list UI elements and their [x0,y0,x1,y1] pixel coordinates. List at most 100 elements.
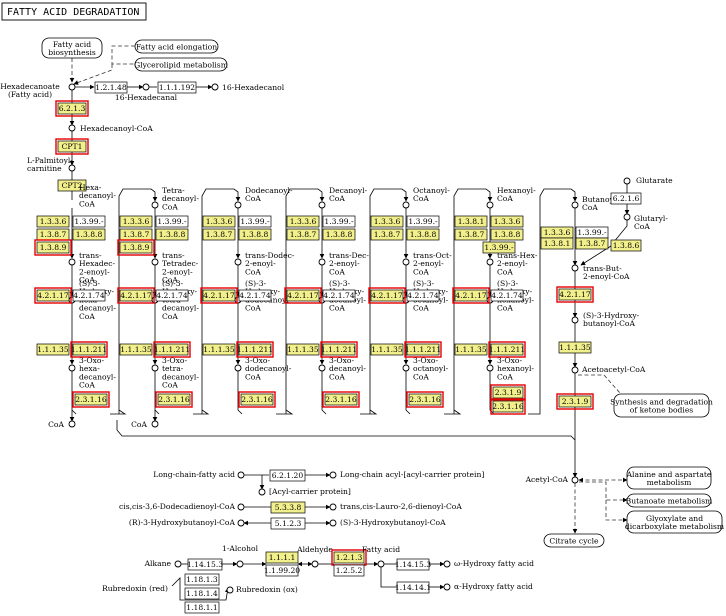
c1-d-compound[interactable] [68,364,76,372]
enzyme-box-c6[interactable]: 1.3.8.7 [454,228,488,241]
enzyme-box-ald1[interactable]: 1.2.1.3 [331,549,367,566]
map-link-fab[interactable] [41,37,103,59]
enzyme-box-f4[interactable]: 4.2.1.17 [284,287,322,304]
enzyme-box-c3[interactable]: 1.3.8.7 [202,228,236,241]
enzyme-box-e7[interactable]: 1.3.8.6 [610,239,642,252]
enzyme-box-f6[interactable]: 4.2.1.17 [452,287,490,304]
c5-b-compound[interactable] [402,258,410,266]
enzyme-box-a1[interactable]: 1.3.3.6 [36,215,70,228]
enzyme-box-c7[interactable]: 1.3.8.1 [540,237,574,250]
enzyme-box-d7[interactable]: 1.3.8.7 [575,237,609,250]
c3-a-compound[interactable] [234,201,242,209]
enzyme-box-h5[interactable]: 1.1.1.35 [370,343,404,356]
enzyme-box-j3[interactable]: 2.3.1.16 [238,391,276,408]
enzyme-box-g4[interactable]: 4.2.1.74 [322,289,356,302]
enzyme-box-b5[interactable]: 1.3.99.- [406,215,440,228]
palmitoyl-carnitine-compound[interactable] [68,164,76,172]
coa-2-compound[interactable] [151,420,159,428]
c2-a-compound[interactable] [151,201,159,209]
enzyme-box-g5[interactable]: 4.2.1.74 [406,289,440,302]
coa-1-compound[interactable] [68,420,76,428]
enzyme-box-alk4[interactable]: 1.18.1.1 [184,601,220,614]
c2-b-compound[interactable] [151,258,159,266]
hexadecanoyl-coa-compound[interactable] [68,124,76,132]
enzyme-box-i5[interactable]: 1.1.1.211 [404,341,442,358]
enzyme-box-f1[interactable]: 4.2.1.17 [34,287,72,304]
enzyme-box-om2[interactable]: 1.14.14.1 [395,581,431,594]
hexadecanoate-compound[interactable] [68,83,76,91]
c6-a-compound[interactable] [486,201,494,209]
enzyme-box-alc1[interactable]: 1.1.1.1 [265,551,299,564]
enzyme-box-i6[interactable]: 1.1.1.211 [488,341,526,358]
c4-b-compound[interactable] [318,258,326,266]
hexadecanal-compound[interactable] [142,83,150,91]
enzyme-box-f5[interactable]: 4.2.1.17 [368,287,406,304]
c4-d-compound[interactable] [318,364,326,372]
enzyme-box-i1[interactable]: 1.1.1.211 [70,341,108,358]
enzyme-box-glut[interactable]: 6.2.1.6 [610,192,642,205]
alcohol-compound[interactable] [236,560,244,568]
enzyme-box-b2[interactable]: 1.3.99.- [155,215,189,228]
alkane-compound[interactable] [174,560,182,568]
enzyme-box-c4[interactable]: 1.3.8.7 [286,228,320,241]
enzyme-box-d6[interactable]: 1.3.8.8 [490,228,524,241]
c5-a-compound[interactable] [402,201,410,209]
acetoacetyl-coa-compound[interactable] [571,366,579,374]
enzyme-box-g3[interactable]: 4.2.1.74 [238,289,272,302]
lcfa-compound[interactable] [237,471,245,479]
acetyl-coa-compound[interactable] [571,476,579,484]
aldehyde-compound[interactable] [311,560,319,568]
enzyme-box-e1[interactable]: 1.3.8.9 [34,239,72,256]
enzyme-box-i2[interactable]: 1.1.1.211 [153,341,191,358]
alpha-hydroxy-compound[interactable] [443,583,451,591]
translauro-compound[interactable] [329,503,337,511]
enzyme-box-f3[interactable]: 4.2.1.17 [200,287,238,304]
enzyme-box-top1[interactable]: 1.2.1.48 [94,81,128,94]
enzyme-box-a5[interactable]: 1.3.3.6 [370,215,404,228]
butanoyl-coa-compound[interactable] [571,201,579,209]
enzyme-box-om1[interactable]: 1.14.15.3 [395,558,431,571]
enzyme-box-b3[interactable]: 1.3.99.- [238,215,272,228]
enzyme-box-j4[interactable]: 2.3.1.16 [322,391,360,408]
enzyme-box-alk1[interactable]: 1.14.15.3 [187,558,223,571]
enzyme-box-b7[interactable]: 1.3.99.- [575,226,609,239]
enzyme-box-j5[interactable]: 2.3.1.16 [406,391,444,408]
rubredoxin-ox-compound[interactable] [226,586,234,594]
enzyme-box-f2[interactable]: 4.2.1.17 [117,287,155,304]
lcacp-compound[interactable] [329,471,337,479]
enzyme-box-ald2[interactable]: 1.2.5.2 [333,564,365,577]
map-link-glyox[interactable] [626,510,723,534]
map-link-ala[interactable] [626,466,712,490]
enzyme-box-a7[interactable]: 1.3.3.6 [540,226,574,239]
enzyme-box-h1[interactable]: 1.1.1.35 [36,343,70,356]
r3hb-compound[interactable] [237,519,245,527]
enzyme-box-d4[interactable]: 1.3.8.8 [322,228,356,241]
enzyme-box-epim[interactable]: 5.1.2.3 [270,517,306,530]
c3-d-compound[interactable] [234,364,242,372]
enzyme-box-a6[interactable]: 1.3.8.1 [454,215,488,228]
enzyme-box-d1[interactable]: 1.3.8.8 [72,228,106,241]
enzyme-box-g2[interactable]: 4.2.1.74 [155,289,189,302]
c4-a-compound[interactable] [318,201,326,209]
c3-b-compound[interactable] [234,258,242,266]
enzyme-box-g1[interactable]: 4.2.1.74 [72,289,106,302]
omega-hydroxy-compound[interactable] [443,560,451,568]
enzyme-box-j1[interactable]: 2.3.1.16 [72,391,110,408]
c5-d-compound[interactable] [402,364,410,372]
enzyme-box-alk2[interactable]: 1.18.1.3 [184,573,220,586]
enzyme-box-isom[interactable]: 5.3.3.8 [270,501,306,514]
enzyme-box-c5[interactable]: 1.3.8.7 [370,228,404,241]
enzyme-box-c2[interactable]: 1.3.8.7 [119,228,153,241]
enzyme-box-cpt1[interactable]: CPT1 [55,138,89,155]
enzyme-box-a2[interactable]: 1.3.3.6 [119,215,153,228]
enzyme-box-a3[interactable]: 1.3.3.6 [202,215,236,228]
fatty-acid-compound[interactable] [377,560,385,568]
map-link-glyc[interactable] [134,57,228,72]
enzyme-box-h6[interactable]: 1.1.1.35 [454,343,488,356]
enzyme-box-j2[interactable]: 2.3.1.16 [155,391,193,408]
s3hb-compound[interactable] [329,519,337,527]
enzyme-box-h4[interactable]: 1.1.1.35 [286,343,320,356]
enzyme-box-b4[interactable]: 1.3.99.- [322,215,356,228]
enzyme-box-i3[interactable]: 1.1.1.211 [236,341,274,358]
map-link-elong[interactable] [134,39,219,54]
